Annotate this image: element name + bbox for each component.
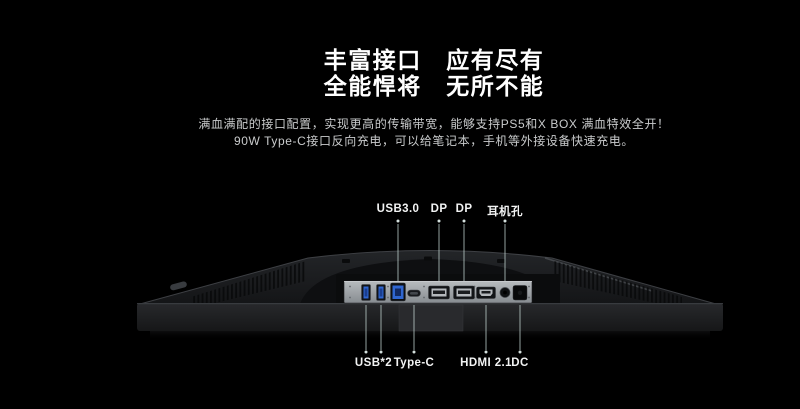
callout-line (438, 224, 440, 281)
callout-line (519, 305, 521, 350)
dc-power-port (512, 285, 528, 301)
port-label-usb-x2: USB*2 (354, 357, 393, 369)
port-label-headphone: 耳机孔 (487, 206, 523, 218)
hdmi-port (476, 286, 496, 299)
usb-b-upstream-port (390, 282, 406, 302)
description-line-2: 90W Type-C接口反向充电，可以给笔记本，手机等外接设备快速充电。 (233, 134, 635, 148)
callout-dot (503, 219, 507, 223)
headphone-jack-port (499, 287, 511, 298)
bottom-bezel (137, 303, 723, 340)
usb-a-port-2 (376, 284, 386, 301)
callout-dot (412, 350, 416, 354)
port-label-usb3-0: USB3.0 (376, 203, 420, 215)
callout-line (397, 224, 399, 281)
port-label-dp-1: DP (430, 203, 448, 215)
headline-line-1: 丰富接口 应有尽有 (323, 47, 545, 73)
callout-line (413, 305, 415, 350)
port-label-hdmi: HDMI 2.1 (460, 357, 512, 369)
callout-dot (462, 219, 466, 223)
usb-a-port-1 (361, 284, 371, 301)
port-label-type-c: Type-C (393, 357, 435, 369)
displayport-1 (428, 285, 450, 300)
io-panel (343, 280, 533, 304)
callout-dot (484, 350, 488, 354)
displayport-2 (453, 285, 475, 300)
vent-grille-left (191, 261, 306, 309)
callout-dot (518, 350, 522, 354)
callout-dot (437, 219, 441, 223)
callout-line (365, 305, 367, 350)
callout-line (463, 224, 465, 281)
callout-dot (364, 350, 368, 354)
callout-dot (379, 350, 383, 354)
port-label-dp-2: DP (455, 203, 473, 215)
callout-line (485, 305, 487, 350)
headline-line-2: 全能悍将 无所不能 (323, 73, 545, 99)
callout-dot (396, 219, 400, 223)
page-title: 丰富接口 应有尽有 全能悍将 无所不能 (234, 47, 634, 99)
vent-grille-right (554, 261, 682, 309)
callout-line (380, 305, 382, 350)
description-text: 满血满配的接口配置，实现更高的传输带宽，能够支持PS5和X BOX 满血特效全开… (134, 116, 734, 150)
port-label-dc: DC (511, 357, 529, 369)
usb-c-port (407, 289, 421, 297)
stand-neck (398, 304, 464, 332)
callout-line (504, 224, 506, 281)
description-line-1: 满血满配的接口配置，实现更高的传输带宽，能够支持PS5和X BOX 满血特效全开… (198, 117, 670, 131)
osd-joystick-button (170, 281, 187, 291)
